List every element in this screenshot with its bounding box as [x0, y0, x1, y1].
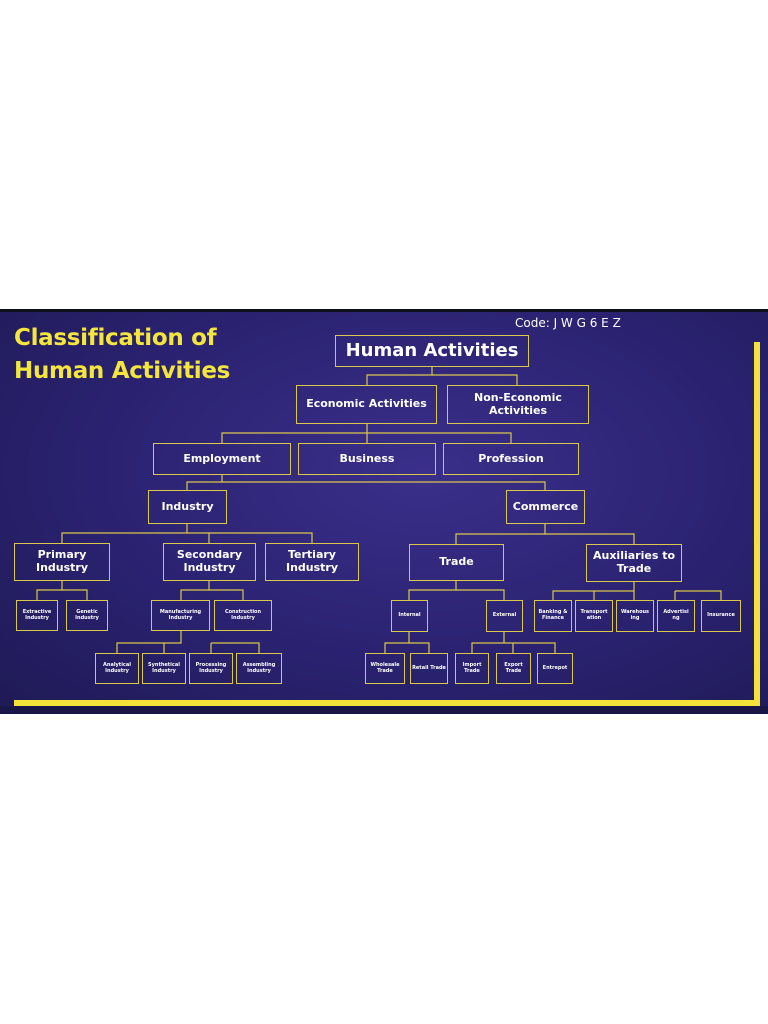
link-secondary-construction — [209, 589, 244, 600]
node-economic-activities: Economic Activities — [296, 385, 437, 424]
node-assembling-industry: Assembling Industry — [236, 653, 282, 684]
node-import-trade: Import Trade — [455, 653, 489, 684]
node-synthetical-industry: Synthetical Industry — [142, 653, 186, 684]
node-non-economic-activities: Non-Economic Activities — [447, 385, 589, 424]
node-external: External — [486, 600, 523, 632]
code-label: Code: J W G 6 E Z — [515, 316, 621, 330]
link-trade-external — [456, 589, 505, 600]
node-retail-trade: Retail Trade — [410, 653, 448, 684]
node-advertising: Advertisi ng — [657, 600, 695, 632]
node-business: Business — [298, 443, 436, 475]
node-trade: Trade — [409, 544, 504, 581]
node-processing-industry: Processing Industry — [189, 653, 233, 684]
node-analytical-industry: Analytical Industry — [95, 653, 139, 684]
node-profession: Profession — [443, 443, 579, 475]
link-industry-primary — [61, 524, 188, 543]
node-construction-industry: Construction Industry — [214, 600, 272, 631]
node-tertiary-industry: Tertiary Industry — [265, 543, 359, 581]
node-insurance: Insurance — [701, 600, 741, 632]
node-commerce: Commerce — [506, 490, 585, 524]
node-employment: Employment — [153, 443, 291, 475]
link-human-noneconomic — [432, 374, 518, 385]
link-external-subs — [471, 632, 556, 653]
link-internal-subs — [384, 632, 430, 653]
node-transportation: Transport ation — [575, 600, 613, 632]
node-internal: Internal — [391, 600, 428, 632]
link-economic-profession — [367, 432, 512, 443]
accent-bar-right — [754, 342, 760, 706]
node-manufacturing-industry: Manufacturing Industry — [151, 600, 210, 631]
link-economic-employment — [221, 424, 368, 443]
link-industry-secondary — [187, 532, 210, 543]
link-manufacturing-subs — [116, 631, 260, 653]
node-entrepot: Entrepot — [537, 653, 573, 684]
node-auxiliaries-to-trade: Auxiliaries to Trade — [586, 544, 682, 582]
node-genetic-industry: Genetic Industry — [66, 600, 108, 631]
node-banking-finance: Banking & Finance — [534, 600, 572, 632]
accent-bar-bottom — [14, 700, 760, 706]
node-extractive-industry: Extractive Industry — [16, 600, 58, 631]
link-primary-genetic — [62, 589, 88, 600]
link-employment-commerce — [222, 481, 546, 490]
node-human-activities: Human Activities — [335, 335, 529, 367]
link-auxiliaries-services — [552, 582, 722, 600]
slide-title: Classification of Human Activities — [14, 325, 231, 384]
node-warehousing: Warehous ing — [616, 600, 654, 632]
link-trade-internal — [408, 581, 457, 600]
slide-bottom-strip — [0, 706, 768, 714]
node-primary-industry: Primary Industry — [14, 543, 110, 581]
link-secondary-manufacturing — [180, 581, 210, 600]
node-wholesale-trade: Wholesale Trade — [365, 653, 405, 684]
link-primary-extractive — [36, 581, 63, 600]
node-industry: Industry — [148, 490, 227, 524]
node-export-trade: Export Trade — [496, 653, 531, 684]
link-commerce-trade — [455, 524, 546, 544]
node-secondary-industry: Secondary Industry — [163, 543, 256, 581]
link-human-economic — [366, 367, 433, 385]
link-commerce-auxiliaries — [545, 533, 635, 544]
slide-background — [0, 309, 768, 714]
link-employment-industry — [186, 475, 223, 490]
link-industry-tertiary — [209, 532, 313, 543]
